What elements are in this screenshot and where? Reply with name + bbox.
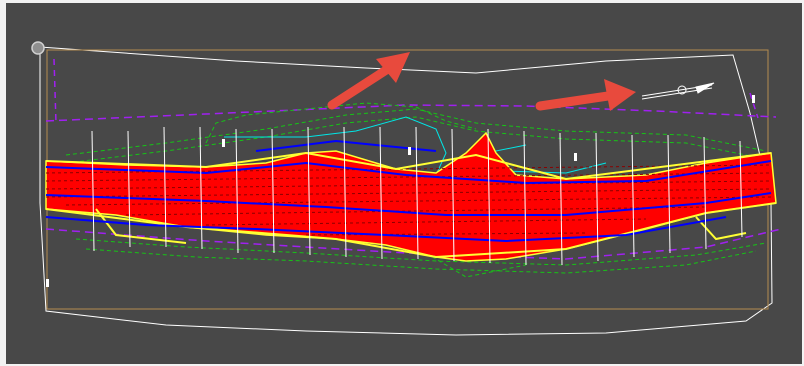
boundary-dash-top bbox=[45, 104, 777, 122]
boundary-dash-right bbox=[749, 92, 759, 119]
boundary-dash-left bbox=[53, 58, 57, 124]
alignment-lines bbox=[45, 139, 772, 243]
callout-arrow-icon bbox=[535, 79, 636, 111]
drawing-canvas[interactable] bbox=[6, 3, 802, 364]
drawing-svg bbox=[31, 41, 782, 336]
north-arrow-icon bbox=[641, 82, 715, 100]
boundary-dash-bottom bbox=[45, 228, 782, 260]
outer-frame bbox=[39, 46, 773, 336]
station-markers bbox=[46, 95, 755, 287]
grid-lines bbox=[91, 126, 743, 266]
callout-arrow-icon bbox=[327, 52, 410, 110]
selection-handle-icon[interactable] bbox=[31, 41, 45, 55]
